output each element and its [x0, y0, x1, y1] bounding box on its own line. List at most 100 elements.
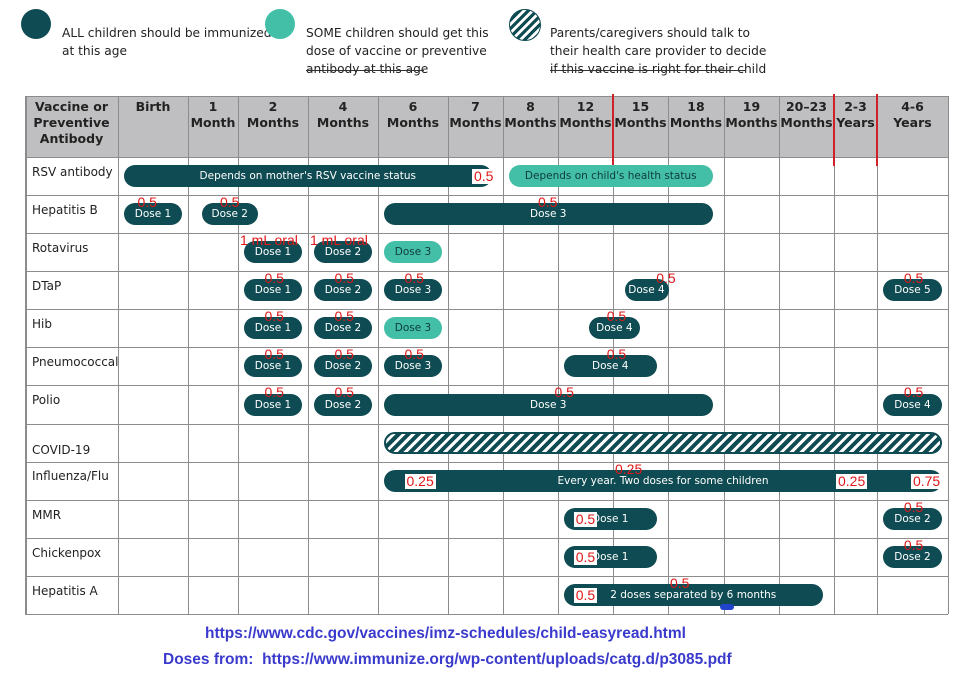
- header-age-11: 19 Months: [725, 99, 778, 130]
- dose-amount-label: 0.5: [404, 346, 424, 362]
- dose-bar: Dose 5: [883, 279, 942, 301]
- red-divider-mark: [876, 94, 878, 166]
- header-background: [25, 96, 948, 157]
- dose-bar-text: Dose 5: [894, 284, 931, 296]
- row-label-mmr: MMR: [32, 508, 62, 522]
- dose-bar: Dose 2: [314, 317, 372, 339]
- grid-hline: [25, 576, 948, 577]
- row-label-chickenpox: Chickenpox: [32, 546, 102, 560]
- dose-bar: Dose 2: [883, 546, 942, 568]
- dose-amount-label: 0.5: [903, 384, 924, 400]
- dose-bar-text: Dose 4: [894, 398, 931, 411]
- dose-bar-text: Dose 2: [894, 551, 931, 563]
- legend-swatch-dark: [21, 9, 51, 39]
- header-age-8: 12 Months: [559, 99, 612, 130]
- grid-vline: [779, 96, 780, 614]
- dose-bar-text: Dose 3: [394, 322, 432, 334]
- doses-from-label: Doses from:: [163, 651, 263, 668]
- dose-bar: Dose 2: [201, 203, 258, 225]
- dose-amount-label: 0.5: [573, 587, 598, 603]
- dose-bar: [384, 432, 942, 454]
- dose-amount-label: 0.5: [334, 346, 354, 362]
- grid-vline: [948, 96, 949, 614]
- dose-bar-text: Dose 1: [254, 284, 292, 296]
- dose-bar-text: Dose 3: [530, 208, 567, 220]
- dose-amount-label: 0.5: [606, 346, 627, 362]
- dose-amount-label: 0.5: [334, 308, 354, 324]
- grid-hline: [25, 462, 948, 463]
- header-age-7: 8 Months: [504, 99, 557, 130]
- header-age-5: 6 Months: [386, 99, 440, 130]
- dose-amount-label: 0.5: [538, 194, 558, 210]
- dose-amount-label: 0.5: [903, 537, 924, 553]
- cdc-schedule-link[interactable]: https://www.cdc.gov/vaccines/imz-schedul…: [205, 625, 686, 642]
- dose-bar-text: Dose 4: [628, 284, 665, 296]
- dose-bar: Dose 3: [384, 317, 442, 339]
- dose-amount-label: 0.25: [615, 461, 643, 477]
- dose-amount-label: 0.5: [670, 575, 690, 591]
- row-label-dtap: DTaP: [32, 279, 62, 293]
- dose-amount-label: 0.5: [220, 194, 240, 210]
- dose-bar: Depends on mother's RSV vaccine status: [124, 165, 492, 187]
- dose-amount-label: 0.5: [903, 270, 924, 286]
- legend-line: their health care provider to decide: [550, 44, 767, 58]
- dose-bar-text: Dose 1: [254, 246, 292, 258]
- legend-line: if this vaccine is right for their child: [550, 62, 767, 76]
- grid-hline: [25, 233, 948, 234]
- dose-amount-label: 0.5: [264, 270, 284, 286]
- dose-bar-text: Dose 3: [394, 360, 432, 372]
- dose-bar: Dose 2: [314, 279, 372, 301]
- dose-bar: Dose 1: [244, 241, 302, 263]
- grid-vline: [503, 96, 504, 614]
- dose-bar: Depends on child's health status: [509, 165, 713, 187]
- header-age-3: 2 Months: [246, 99, 300, 130]
- dose-bar-text: Dose 2: [894, 513, 931, 525]
- legend-line: Parents/caregivers should talk to: [550, 26, 750, 40]
- strikethrough-line: [550, 70, 746, 71]
- dose-bar-text: Every year. Two doses for some children: [557, 475, 769, 487]
- dose-bar: Dose 3: [384, 355, 442, 377]
- grid-vline: [448, 96, 449, 614]
- dose-bar: Dose 2: [883, 508, 942, 530]
- dose-bar-text: Dose 1: [592, 513, 629, 525]
- dose-bar-text: Dose 3: [394, 246, 432, 258]
- red-divider-mark: [612, 94, 614, 166]
- header-age-13: 2-3 Years: [836, 99, 875, 130]
- header-vaccine: Vaccine or Preventive Antibody: [33, 99, 110, 146]
- row-label-hib: Hib: [32, 317, 52, 331]
- dose-bar: Dose 4: [624, 279, 669, 301]
- grid-hline: [25, 271, 948, 272]
- dose-bar: Dose 1: [244, 355, 302, 377]
- header-age-6: 7 Months: [449, 99, 502, 130]
- grid-hline: [25, 614, 948, 615]
- dose-amount-label: 0.5: [656, 270, 676, 286]
- dose-bar: Dose 3: [384, 241, 442, 263]
- dose-amount-label: 0.5: [404, 270, 424, 286]
- grid-hline: [25, 424, 948, 425]
- grid-hline: [25, 157, 948, 158]
- dose-amount-label: 0.25: [836, 473, 868, 489]
- dose-bar: Dose 3: [384, 279, 442, 301]
- dose-amount-label: 0.75: [910, 473, 943, 489]
- row-label-pneumococcal: Pneumococcal: [32, 355, 119, 369]
- dose-bar-text: Dose 2: [324, 246, 362, 258]
- grid-hline: [25, 195, 948, 196]
- dose-bar: Every year. Two doses for some children: [384, 470, 942, 492]
- immunize-pdf-link[interactable]: https://www.immunize.org/wp-content/uplo…: [262, 651, 732, 668]
- dose-bar: Dose 4: [588, 317, 640, 339]
- dose-amount-label: 0.5: [554, 384, 574, 400]
- dose-amount-label: 0.5: [903, 499, 924, 515]
- grid-vline: [378, 96, 379, 614]
- grid-hline: [25, 347, 948, 348]
- dose-amount-label: 0.5: [334, 384, 354, 400]
- dose-amount-label: 0.5: [334, 270, 354, 286]
- dose-bar-text: Dose 1: [254, 360, 292, 372]
- row-label-rotavirus: Rotavirus: [32, 241, 89, 255]
- grid-vline: [724, 96, 725, 614]
- dose-bar: Dose 4: [883, 393, 942, 416]
- dose-bar: 2 doses separated by 6 months: [564, 584, 823, 606]
- row-label-influenza-flu: Influenza/Flu: [32, 469, 109, 483]
- dose-bar: Dose 4: [564, 355, 657, 377]
- dose-bar-text: Dose 1: [592, 551, 629, 563]
